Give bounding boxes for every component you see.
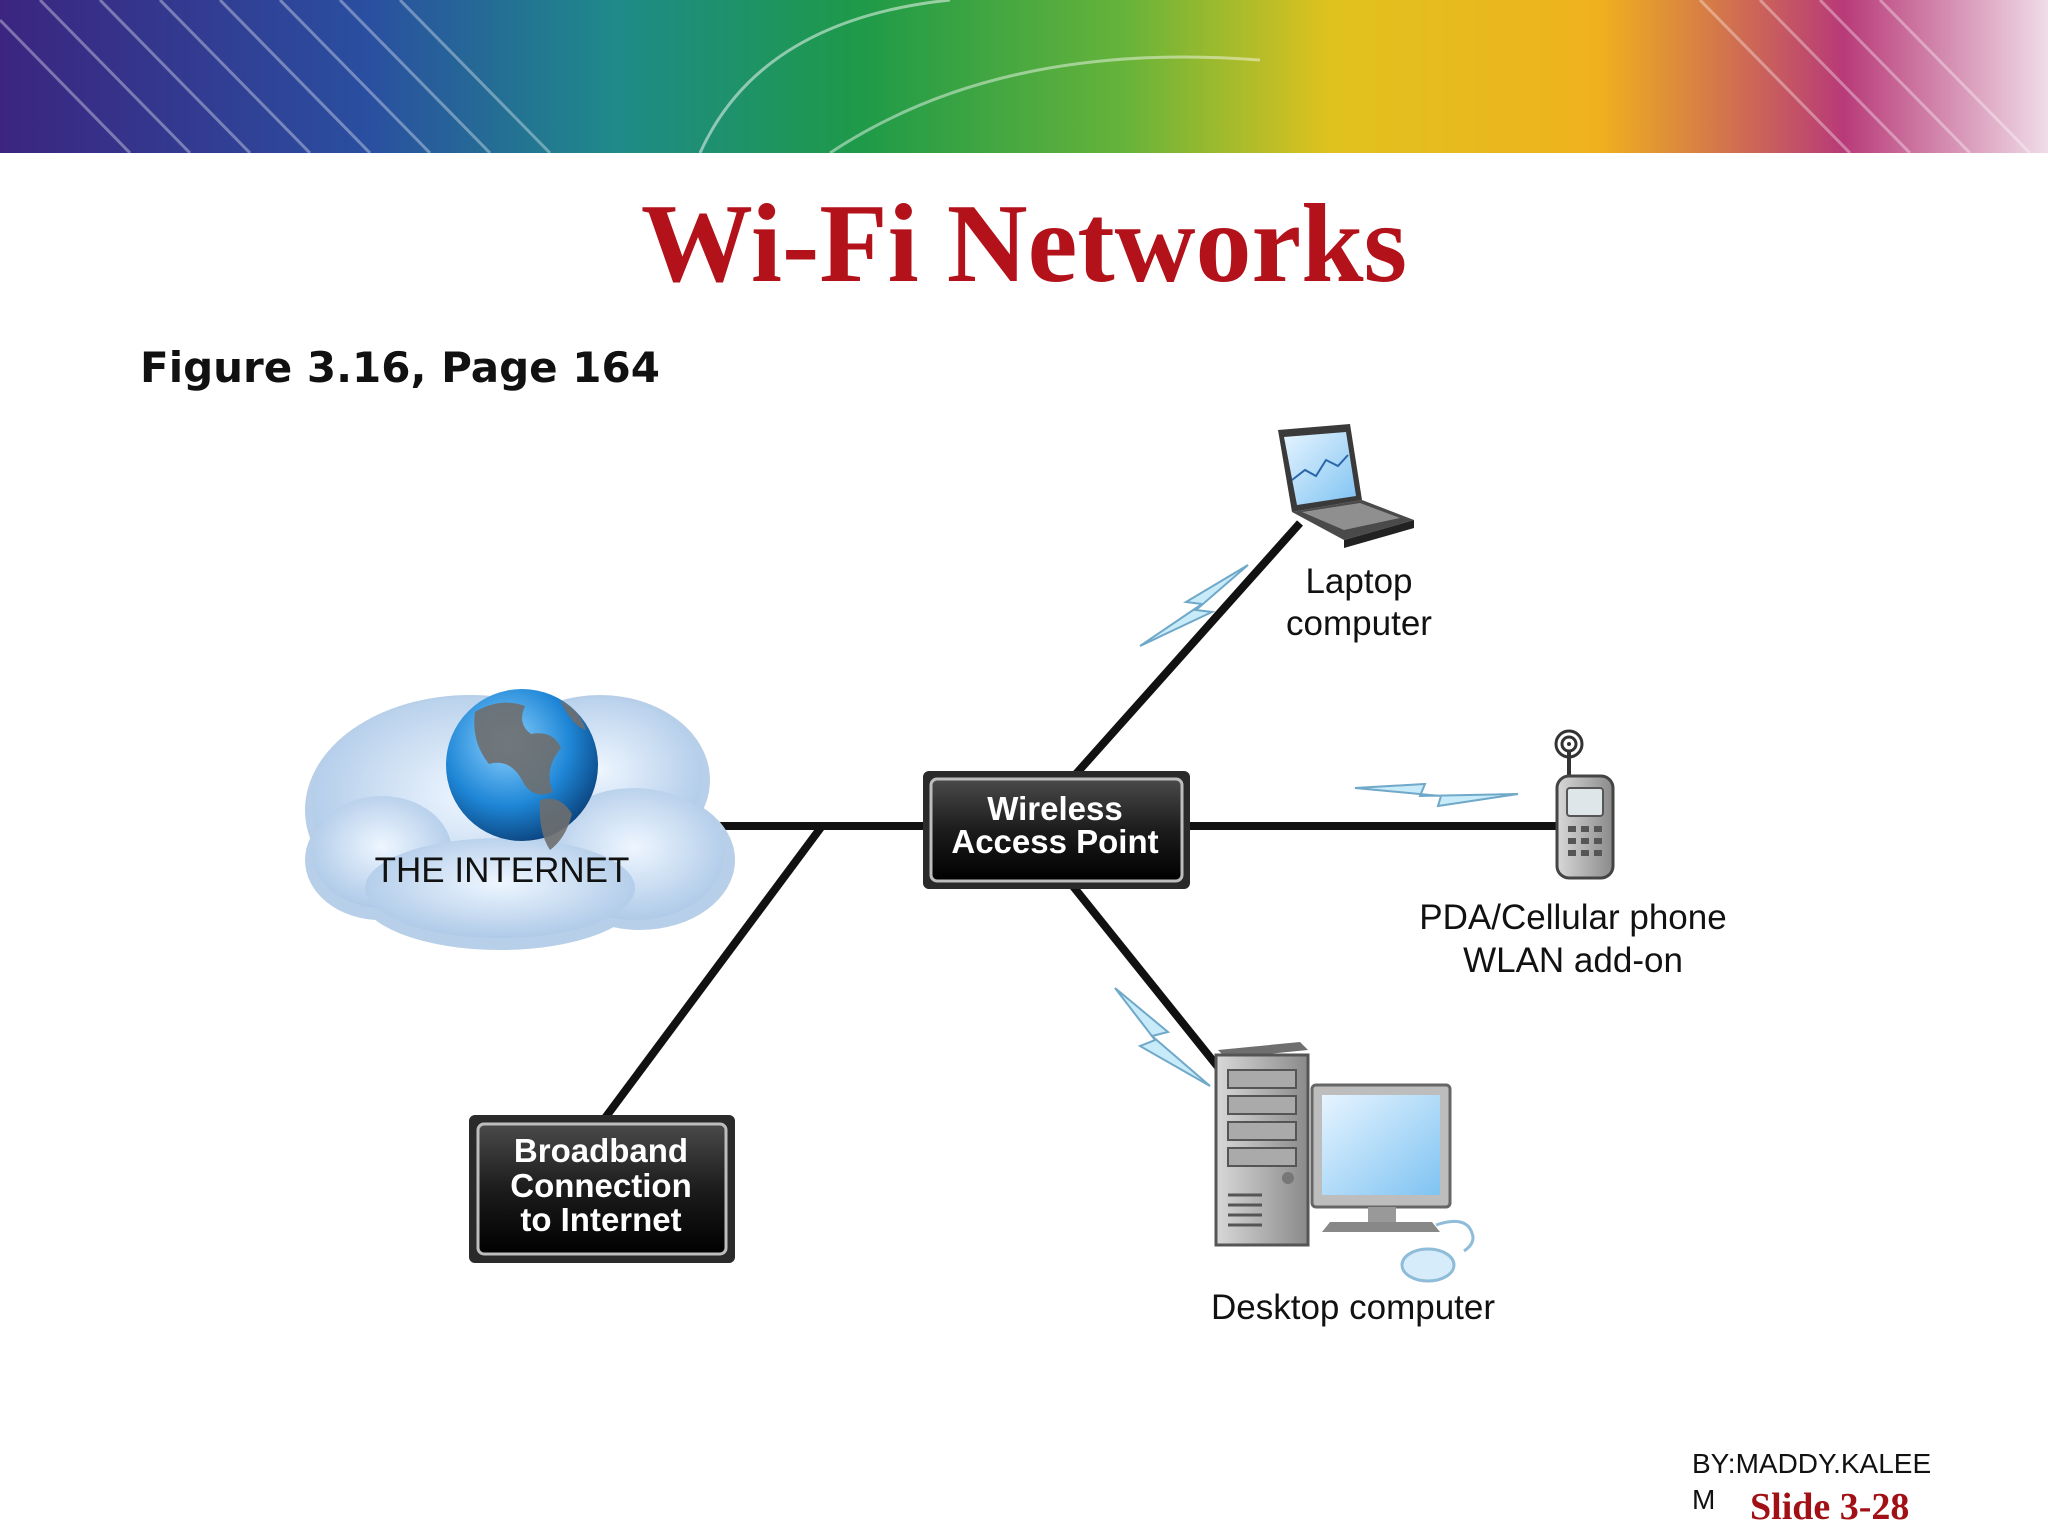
internet-label: THE INTERNET bbox=[375, 851, 630, 890]
laptop-label-line2: computer bbox=[1286, 604, 1432, 643]
link-ap-desktop bbox=[1068, 882, 1226, 1075]
laptop-icon bbox=[1278, 424, 1414, 548]
header-banner bbox=[0, 0, 2048, 153]
wireless-signal-icon-phone bbox=[1354, 782, 1519, 808]
slide-number: Slide 3-28 bbox=[1750, 1486, 1910, 1528]
desktop-computer-icon bbox=[1214, 1042, 1475, 1283]
globe-icon bbox=[446, 689, 598, 850]
link-broadband bbox=[601, 823, 826, 1121]
link-ap-laptop bbox=[1072, 520, 1303, 778]
desktop-label: Desktop computer bbox=[1211, 1288, 1495, 1327]
access-point-label-line1: Wireless bbox=[987, 790, 1122, 827]
slide-title: Wi-Fi Networks bbox=[640, 182, 1408, 306]
phone-label-line1: PDA/Cellular phone bbox=[1419, 898, 1726, 937]
internet-cloud: THE INTERNET bbox=[305, 689, 735, 950]
cell-phone-icon bbox=[1554, 729, 1615, 880]
broadband-box: Broadband Connection to Internet bbox=[469, 1115, 735, 1263]
phone-label-line2: WLAN add-on bbox=[1463, 941, 1683, 980]
access-point-label-line2: Access Point bbox=[951, 823, 1158, 860]
laptop-label-line1: Laptop bbox=[1305, 562, 1412, 601]
broadband-label-line3: to Internet bbox=[520, 1201, 681, 1238]
wireless-signal-icon-laptop bbox=[1139, 564, 1249, 647]
broadband-label-line2: Connection bbox=[510, 1167, 691, 1204]
figure-reference: Figure 3.16, Page 164 bbox=[140, 343, 660, 392]
wireless-signal-icon-desktop bbox=[1114, 987, 1211, 1087]
access-point-box: Wireless Access Point bbox=[923, 771, 1190, 889]
broadband-label-line1: Broadband bbox=[514, 1132, 688, 1169]
author-credit: BY:MADDY.KALEEM bbox=[1692, 1448, 1932, 1515]
network-links bbox=[601, 520, 1568, 1121]
